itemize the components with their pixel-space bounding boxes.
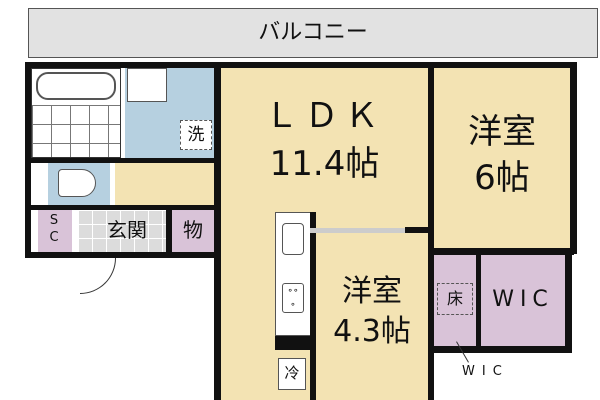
floor-storage-box: 床 — [437, 283, 473, 315]
interior-wall — [310, 228, 434, 233]
interior-wall — [166, 205, 172, 255]
kitchen-wall — [275, 336, 311, 350]
outer-wall — [214, 62, 221, 400]
wic-small: 床 — [434, 255, 476, 346]
hallway — [115, 163, 214, 205]
entrance: 玄関 — [78, 210, 166, 252]
balcony-label: バルコニー — [258, 20, 368, 45]
toilet-icon — [58, 169, 96, 197]
ldk-size: 11.4帖 — [269, 144, 380, 184]
washroom: 洗 — [125, 68, 214, 158]
outer-wall — [570, 62, 577, 254]
outer-wall — [25, 62, 577, 68]
outer-wall — [25, 252, 220, 258]
refrigerator: 冷 — [278, 358, 306, 390]
laundry-box: 洗 — [180, 120, 212, 150]
kitchen-counter: ∘∘∘ — [275, 212, 311, 336]
balcony: バルコニー — [28, 8, 598, 58]
kitchen-wall — [310, 212, 316, 400]
interior-wall — [25, 205, 220, 210]
floor-storage-label: 床 — [446, 289, 463, 308]
bathroom — [31, 68, 121, 158]
western-room-1-size: 6帖 — [474, 158, 530, 198]
bathroom-floor — [32, 105, 120, 157]
western-room-2-size: 4.3帖 — [333, 314, 411, 349]
kitchen-sink-icon — [282, 223, 304, 255]
outer-wall — [565, 248, 572, 352]
laundry-label: 洗 — [187, 125, 205, 145]
bathtub-icon — [36, 72, 116, 100]
western-room-2: 洋室 4.3帖 — [316, 233, 428, 400]
entrance-door-icon — [80, 258, 116, 294]
storage: 物 — [172, 210, 214, 252]
interior-wall — [476, 255, 481, 346]
entrance-label: 玄関 — [107, 218, 147, 242]
sink-icon — [127, 68, 167, 102]
outer-wall — [428, 346, 572, 353]
wic-callout-label: WIC — [462, 364, 509, 379]
shoe-closet: SC — [38, 210, 72, 252]
stove-icon: ∘∘∘ — [282, 283, 304, 313]
ldk-name: ＬＤＫ — [264, 96, 385, 136]
western-room-1-name: 洋室 — [468, 112, 536, 152]
wic-main: WIC — [481, 255, 565, 346]
outer-wall — [428, 248, 574, 255]
interior-wall — [405, 227, 434, 234]
shoe-closet-label: SC — [49, 213, 59, 245]
western-room-1: 洋室 6帖 — [434, 68, 570, 248]
toilet — [48, 163, 110, 205]
refrigerator-label: 冷 — [284, 364, 300, 382]
western-room-2-name: 洋室 — [342, 274, 402, 309]
interior-wall — [25, 158, 220, 163]
wic-main-label: WIC — [492, 287, 554, 312]
storage-label: 物 — [183, 218, 203, 242]
